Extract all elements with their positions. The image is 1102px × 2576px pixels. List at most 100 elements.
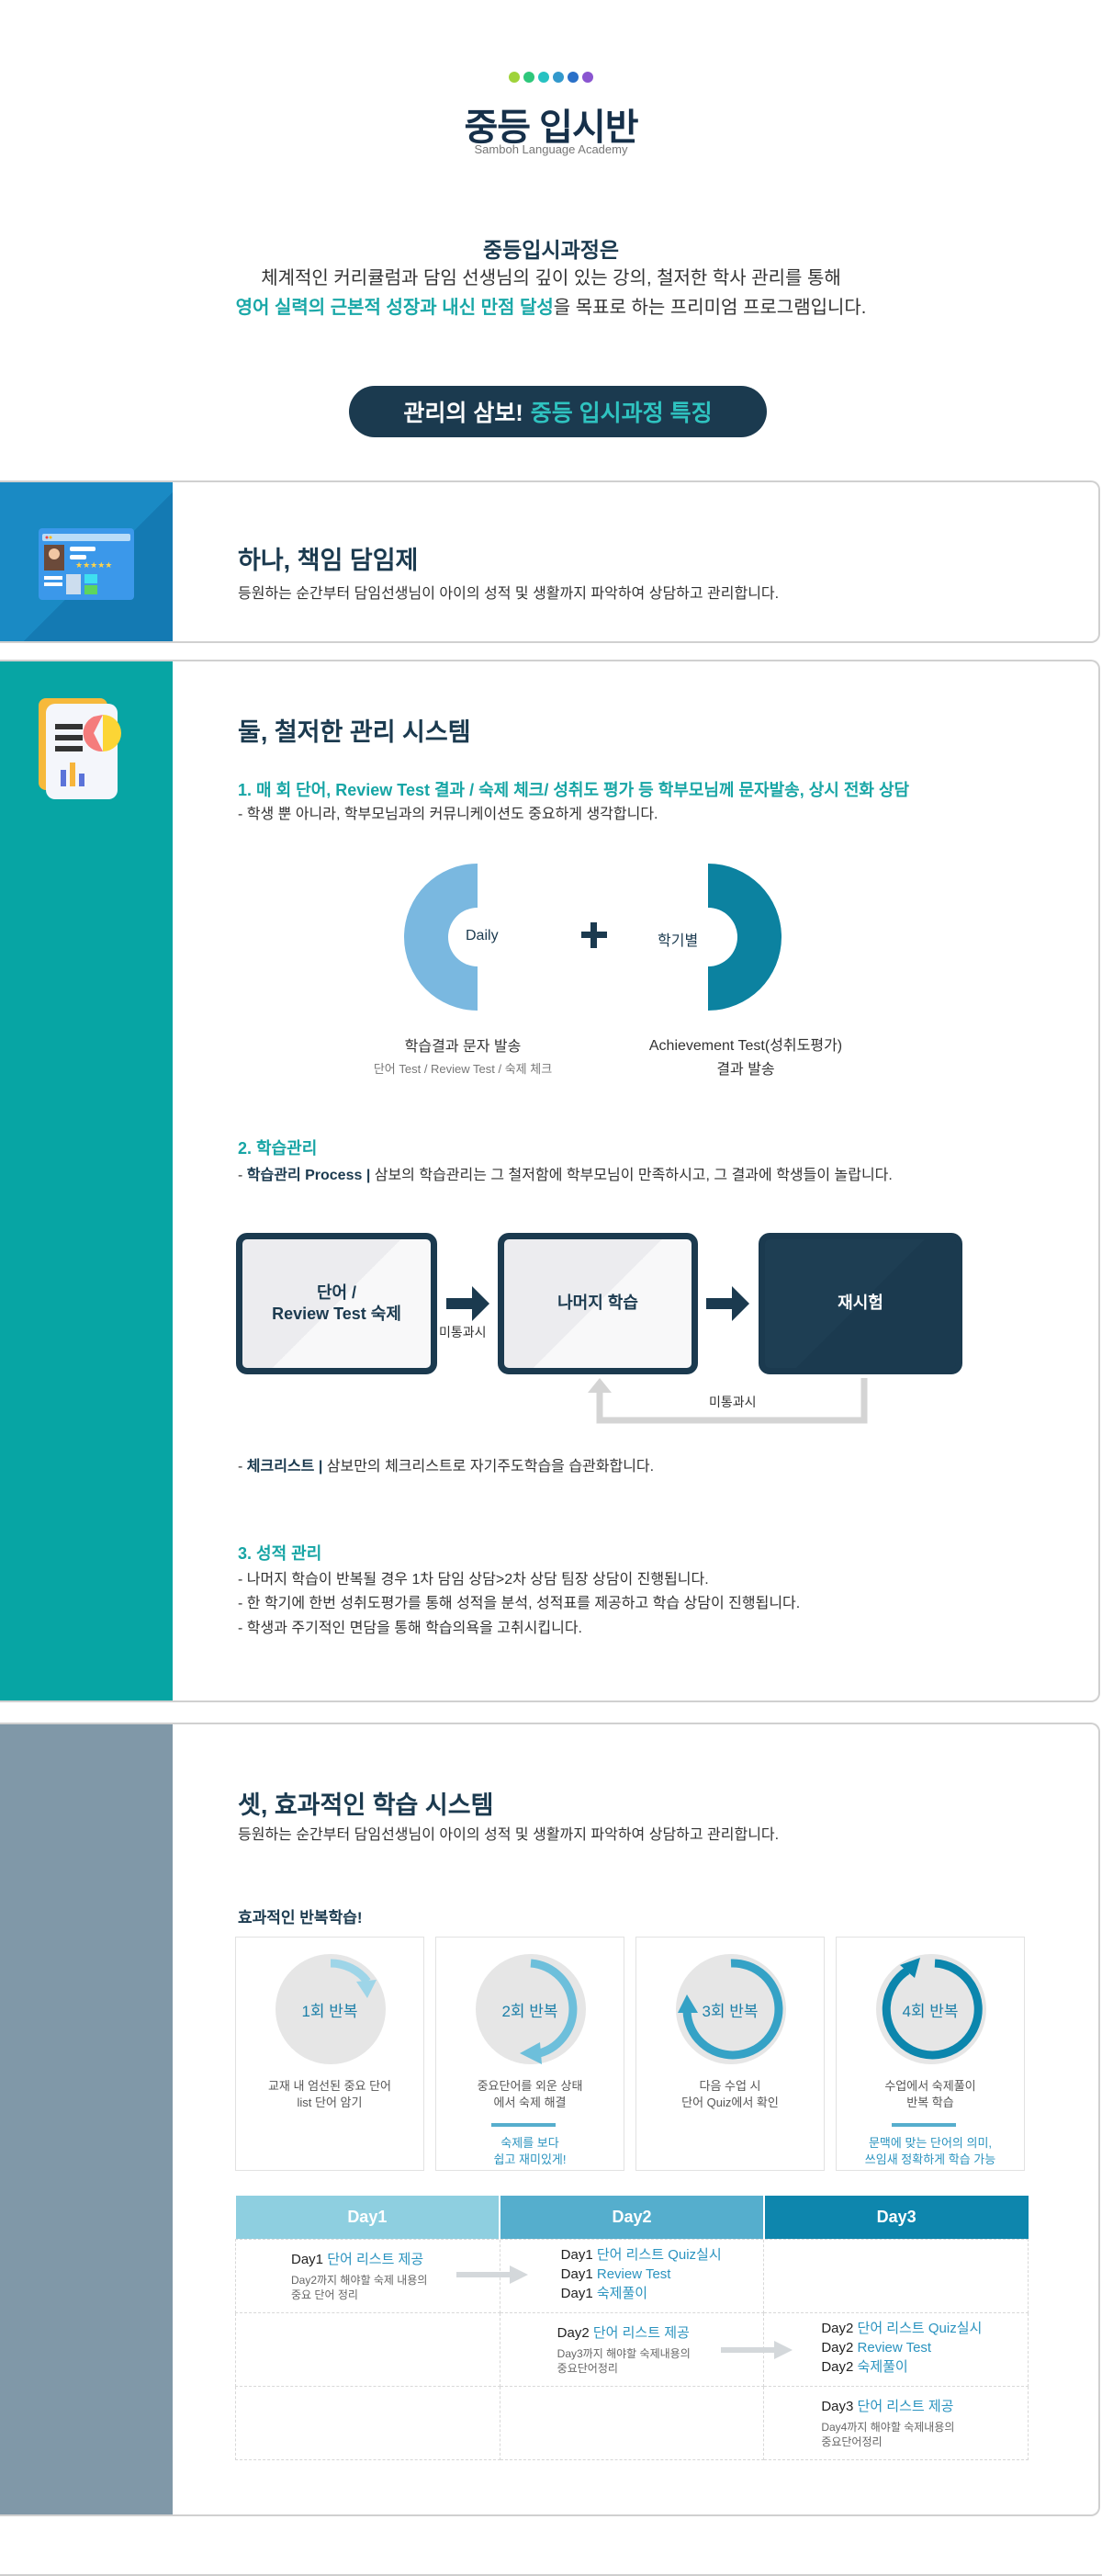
grade-line: - 나머지 학습이 반복될 경우 1차 담임 상담>2차 상담 팀장 상담이 진…	[238, 1572, 709, 1587]
repetition-label: 4회 반복	[902, 2003, 959, 2020]
section-2-text: - 학습관리 Process | 삼보의 학습관리는 그 철저함에 학부모님이 …	[238, 1168, 893, 1183]
day-label: Day3	[821, 2398, 854, 2414]
flow-step-retest: 재시험	[759, 1233, 962, 1374]
day-label: Day1	[560, 2265, 593, 2282]
activity: 숙제풀이	[857, 2358, 908, 2375]
day-label: Day1	[291, 2251, 324, 2267]
flow-step-remedial: 나머지 학습	[498, 1233, 698, 1374]
repetition-step-3: 3회 반복 다음 수업 시 단어 Quiz에서 확인	[635, 1937, 825, 2171]
table-cell: Day2 단어 리스트 제공 Day3까지 해야할 숙제내용의 중요단어정리	[499, 2311, 793, 2387]
features-banner: 관리의 삼보! 중등 입시과정 특징	[349, 386, 767, 437]
activity: Review Test	[596, 2265, 671, 2282]
day-label: Day2	[821, 2320, 854, 2336]
intro-line-1: 체계적인 커리큘럼과 담임 선생님의 깊이 있는 강의, 철저한 학사 관리를 …	[261, 268, 841, 288]
day-label: Day2	[821, 2339, 854, 2356]
day-label: Day2	[557, 2324, 590, 2341]
repeat-arrow-icon	[276, 1954, 386, 2064]
grade-line: - 학생과 주기적인 면담을 통해 학습의욕을 고취시킵니다.	[238, 1621, 583, 1636]
table-cell	[499, 2385, 765, 2460]
card-title: 하나, 책임 담임제	[238, 547, 419, 574]
bottom-divider	[0, 2574, 1102, 2576]
day-label: Day1	[560, 2285, 593, 2301]
repetition-title: 효과적인 반복학습!	[238, 1909, 363, 1926]
intro-title: 중등입시과정은	[482, 238, 620, 262]
card-sidebar	[0, 1724, 173, 2514]
term-label: 학기별	[658, 933, 699, 949]
activity: 숙제풀이	[596, 2285, 648, 2301]
arrow-right-icon	[446, 1286, 489, 1321]
repetition-benefit: 문맥에 맞는 단어의 의미, 쓰임새 정확하게 학습 가능	[864, 2136, 996, 2166]
grade-line: - 한 학기에 한번 성취도평가를 통해 성적을 분석, 성적표를 제공하고 학…	[238, 1596, 801, 1611]
intro-rest: 을 목표로 하는 프리미엄 프로그램입니다.	[553, 298, 867, 318]
repetition-desc: 교재 내 엄선된 중요 단어 list 단어 암기	[267, 2079, 392, 2109]
column-header-day2: Day2	[499, 2196, 764, 2239]
table-cell: Day1 단어 리스트 제공 Day2까지 해야할 숙제 내용의 중요 단어 정…	[235, 2238, 528, 2313]
table-cell: Day1 단어 리스트 Quiz실시 Day1 Review Test Day1…	[499, 2238, 765, 2313]
logo-dot	[523, 72, 534, 83]
table-cell: Day3 단어 리스트 제공 Day4까지 해야할 숙제내용의 중요단어정리	[763, 2385, 1029, 2460]
activity-note: Day2까지 해야할 숙제 내용의 중요 단어 정리	[291, 2274, 428, 2301]
feature-card-responsibility: ★★★★★ 하나, 책임 담임제 등원하는 순간부터 담임선생님이 아이의 성적…	[0, 480, 1100, 643]
repeat-arrow-icon	[676, 1954, 786, 2064]
table-cell	[763, 2238, 1029, 2313]
divider	[892, 2123, 956, 2127]
divider	[491, 2123, 556, 2127]
intro-line-2: 영어 실력의 근본적 성장과 내신 만점 달성을 목표로 하는 프리미엄 프로그…	[0, 292, 1102, 319]
logo-dot	[582, 72, 593, 83]
term-caption-2: 결과 발송	[716, 1062, 775, 1078]
term-half-ring	[708, 864, 782, 1011]
activity: 단어 리스트 Quiz실시	[596, 2246, 722, 2263]
logo-dot	[509, 72, 520, 83]
card-sidebar: ★★★★★	[0, 482, 173, 641]
card-title: 둘, 철저한 관리 시스템	[238, 718, 471, 746]
page-title: 중등 입시반	[464, 107, 638, 148]
repetition-label: 3회 반복	[702, 2003, 759, 2020]
logo-dot	[553, 72, 564, 83]
repetition-label: 1회 반복	[301, 2003, 358, 2020]
checklist-text: - 체크리스트 | 삼보만의 체크리스트로 자기주도학습을 습관화합니다.	[238, 1459, 655, 1474]
fail-label: 미통과시	[709, 1395, 757, 1409]
report-frequency-diagram	[404, 864, 782, 1011]
repetition-desc: 다음 수업 시 단어 Quiz에서 확인	[681, 2079, 779, 2109]
section-3-heading: 3. 성적 관리	[238, 1544, 322, 1563]
activity: 단어 리스트 제공	[327, 2251, 424, 2267]
card-sidebar	[0, 661, 173, 1700]
activity-note: Day4까지 해야할 숙제내용의 중요단어정리	[821, 2421, 955, 2448]
day-label: Day2	[821, 2358, 854, 2375]
repeat-arrow-icon	[476, 1954, 586, 2064]
daily-label: Daily	[466, 928, 499, 943]
day-label: Day1	[560, 2246, 593, 2263]
plus-icon	[581, 922, 607, 948]
card-description: 등원하는 순간부터 담임선생님이 아이의 성적 및 생활까지 파악하여 상담하고…	[238, 586, 780, 602]
banner-highlight: 중등 입시과정 특징	[530, 401, 713, 426]
card-title: 셋, 효과적인 학습 시스템	[238, 1791, 494, 1819]
activity: 단어 리스트 제공	[857, 2398, 954, 2414]
repetition-step-1: 1회 반복 교재 내 엄선된 중요 단어 list 단어 암기	[235, 1937, 424, 2171]
process-text: 삼보의 학습관리는 그 철저함에 학부모님이 만족하시고, 그 결과에 학생들이…	[370, 1168, 893, 1183]
logo-dots	[0, 72, 1102, 83]
column-header-day1: Day1	[235, 2196, 500, 2239]
table-cell	[235, 2311, 500, 2387]
repeat-arrow-icon	[876, 1954, 986, 2064]
term-caption: Achievement Test(성취도평가)	[648, 1038, 843, 1054]
repetition-benefit: 숙제를 보다 쉽고 재미있게!	[493, 2136, 567, 2166]
arrow-right-icon	[706, 1286, 749, 1321]
profile-card-icon: ★★★★★	[39, 528, 134, 600]
column-header-day3: Day3	[762, 2196, 1029, 2239]
repetition-step-2: 2회 반복 중요단어를 외운 상태 에서 숙제 해결 숙제를 보다 쉽고 재미있…	[435, 1937, 624, 2171]
daily-caption-detail: 단어 Test / Review Test / 숙제 체크	[373, 1062, 553, 1076]
table-cell: Day2 단어 리스트 Quiz실시 Day2 Review Test Day2…	[763, 2311, 1029, 2387]
feature-card-management: 둘, 철저한 관리 시스템 1. 매 회 단어, Review Test 결과 …	[0, 660, 1100, 1702]
repetition-desc: 수업에서 숙제풀이 반복 학습	[884, 2079, 976, 2109]
table-cell	[235, 2385, 500, 2460]
daily-caption: 학습결과 문자 발송	[404, 1039, 522, 1055]
schedule-table: Day1 Day2 Day3 Day1 단어 리스트 제공 Day2까지 해야할…	[235, 2196, 1029, 2460]
flow-step-homework: 단어 / Review Test 숙제	[236, 1233, 437, 1374]
academy-name: Samboh Language Academy	[474, 142, 628, 156]
fail-label: 미통과시	[439, 1325, 487, 1339]
activity: 단어 리스트 Quiz실시	[857, 2320, 983, 2336]
repetition-desc: 중요단어를 외운 상태 에서 숙제 해결	[477, 2079, 583, 2109]
repetition-step-4: 4회 반복 수업에서 숙제풀이 반복 학습 문맥에 맞는 단어의 의미, 쓰임새…	[836, 1937, 1025, 2171]
section-1-text: - 학생 뿐 아니라, 학부모님과의 커뮤니케이션도 중요하게 생각합니다.	[238, 807, 658, 822]
card-description: 등원하는 순간부터 담임선생님이 아이의 성적 및 생활까지 파악하여 상담하고…	[238, 1827, 780, 1843]
